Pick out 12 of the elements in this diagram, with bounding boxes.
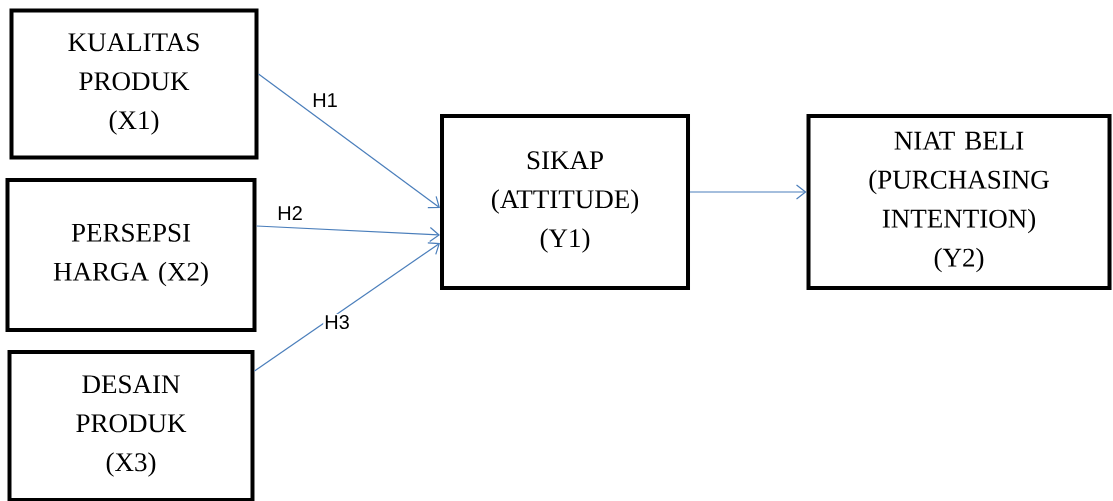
arrow	[253, 242, 440, 372]
arrow	[257, 73, 440, 209]
edge-label: H2	[276, 205, 304, 221]
variable-box: NIAT BELI (PURCHASING INTENTION) (Y2)	[806, 114, 1112, 290]
variable-box: SIKAP (ATTITUDE) (Y1)	[440, 114, 690, 290]
edge-label: H1	[311, 92, 339, 108]
variable-box: DESAIN PRODUK (X3)	[7, 350, 255, 501]
arrow	[689, 184, 807, 200]
arrow	[255, 225, 440, 243]
variable-box: PERSEPSI HARGA (X2)	[5, 178, 257, 332]
edge-label: H3	[323, 313, 351, 331]
variable-box: KUALITAS PRODUK (X1)	[9, 8, 259, 160]
